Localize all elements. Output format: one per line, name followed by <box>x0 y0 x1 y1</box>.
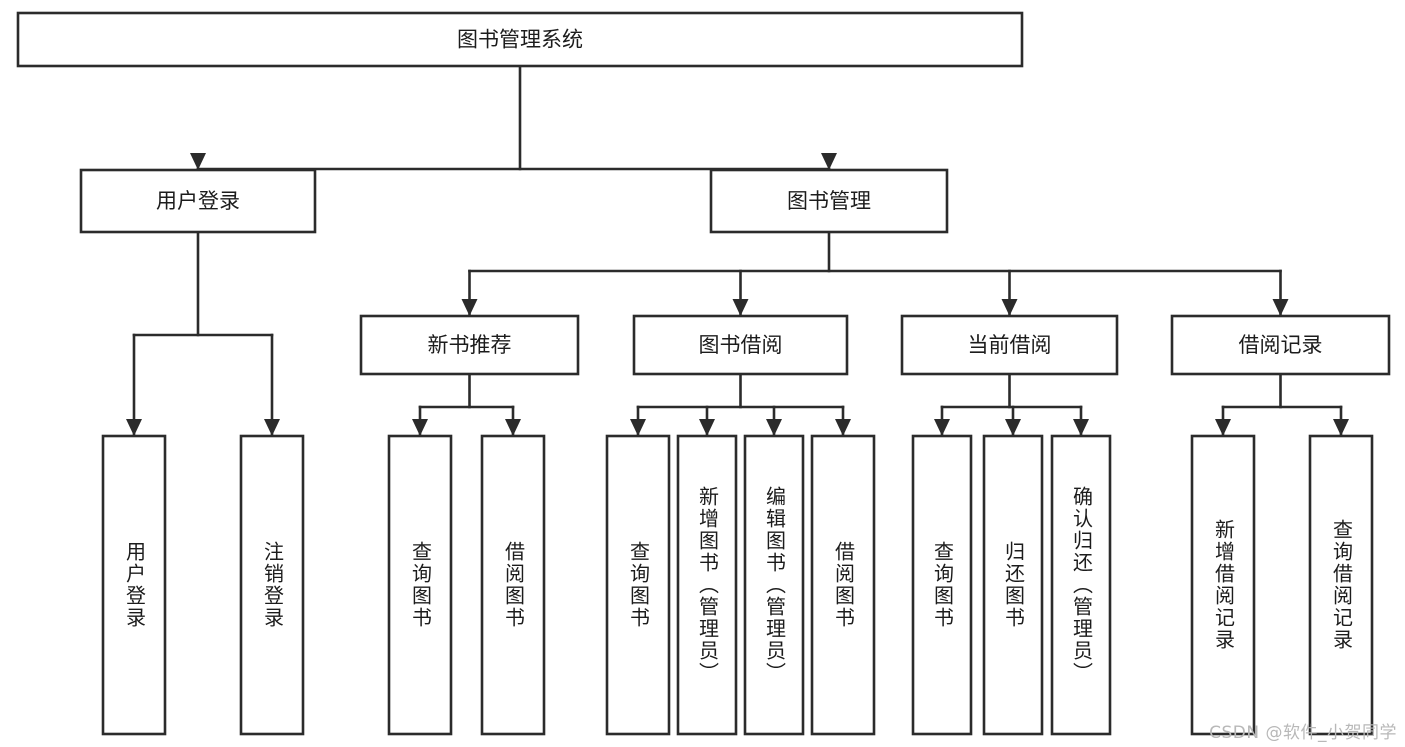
edge-recommend-to-query-book-arrow-icon <box>412 419 428 436</box>
node-l3-d-box[interactable] <box>1170 314 1391 376</box>
node-l3-c-box[interactable] <box>900 314 1119 376</box>
node-leaf-1[interactable] <box>101 434 167 736</box>
node-root[interactable]: 图书管理系统 <box>16 11 1024 68</box>
node-leaf-10-box[interactable] <box>982 434 1044 736</box>
node-l2-a-label: 用户登录 <box>156 189 240 213</box>
edge-book-management-to-book-borrow-arrow-icon <box>732 299 749 316</box>
node-root-label: 图书管理系统 <box>457 28 583 52</box>
node-leaf-8[interactable] <box>810 434 876 736</box>
edge-record-to-add-record-arrow-icon <box>1215 419 1231 436</box>
node-leaf-5-box[interactable] <box>605 434 671 736</box>
edge-book-management-to-borrow-record-arrow-icon <box>1272 299 1289 316</box>
node-l3-b-label: 图书借阅 <box>699 333 783 357</box>
node-l3-a[interactable]: 新书推荐 <box>359 314 580 376</box>
node-leaf-5[interactable] <box>605 434 671 736</box>
node-l2-b-label: 图书管理 <box>787 189 871 213</box>
node-leaf-7-box[interactable] <box>743 434 805 736</box>
node-l2-a-box[interactable] <box>79 168 317 234</box>
node-leaf-4[interactable] <box>480 434 546 736</box>
node-leaf-6-box[interactable] <box>676 434 738 736</box>
csdn-watermark: CSDN @软件_小贺同学 <box>1209 723 1397 743</box>
edge-user-login-to-logout-arrow-icon <box>264 419 280 436</box>
node-leaf-3[interactable] <box>387 434 453 736</box>
node-l2-b-box[interactable] <box>709 168 949 234</box>
edge-borrow-to-borrow-book-arrow-icon <box>835 419 851 436</box>
node-leaf-8-box[interactable] <box>810 434 876 736</box>
node-leaf-2-box[interactable] <box>239 434 305 736</box>
edge-root-to-user-login-arrow-icon <box>190 153 206 170</box>
node-leaf-7[interactable] <box>743 434 805 736</box>
node-l3-a-label: 新书推荐 <box>428 333 512 357</box>
edge-user-login-to-login-arrow-icon <box>126 419 142 436</box>
edge-borrow-to-add-book-arrow-icon <box>699 419 715 436</box>
node-l2-b[interactable]: 图书管理 <box>709 168 949 234</box>
node-leaf-11[interactable] <box>1050 434 1112 736</box>
edge-layer <box>126 64 1349 438</box>
node-leaf-3-box[interactable] <box>387 434 453 736</box>
node-leaf-1-box[interactable] <box>101 434 167 736</box>
edge-current-to-confirm-return-arrow-icon <box>1073 419 1089 436</box>
edge-borrow-to-query-book-arrow-icon <box>630 419 646 436</box>
node-leaf-13[interactable] <box>1308 434 1374 736</box>
node-root-box[interactable] <box>16 11 1024 68</box>
node-leaf-6[interactable] <box>676 434 738 736</box>
node-leaf-4-box[interactable] <box>480 434 546 736</box>
node-leaf-12-box[interactable] <box>1190 434 1256 736</box>
edge-current-to-query-book-arrow-icon <box>934 419 950 436</box>
node-leaf-11-box[interactable] <box>1050 434 1112 736</box>
node-l3-b[interactable]: 图书借阅 <box>632 314 849 376</box>
edge-borrow-to-edit-book-arrow-icon <box>766 419 782 436</box>
edge-recommend-to-borrow-book-arrow-icon <box>505 419 521 436</box>
node-leaf-9-box[interactable] <box>911 434 973 736</box>
node-l3-a-box[interactable] <box>359 314 580 376</box>
node-l3-d[interactable]: 借阅记录 <box>1170 314 1391 376</box>
edge-book-management-to-new-book-recommend-arrow-icon <box>461 299 478 316</box>
node-l3-c[interactable]: 当前借阅 <box>900 314 1119 376</box>
node-l2-a[interactable]: 用户登录 <box>79 168 317 234</box>
edge-root-to-book-management-arrow-icon <box>821 153 837 170</box>
node-l3-c-label: 当前借阅 <box>968 333 1052 357</box>
node-leaf-13-box[interactable] <box>1308 434 1374 736</box>
node-leaf-10[interactable] <box>982 434 1044 736</box>
node-l3-b-box[interactable] <box>632 314 849 376</box>
node-leaf-12[interactable] <box>1190 434 1256 736</box>
node-leaf-2[interactable] <box>239 434 305 736</box>
edge-current-to-return-book-arrow-icon <box>1005 419 1021 436</box>
edge-record-to-query-record-arrow-icon <box>1333 419 1349 436</box>
node-leaf-9[interactable] <box>911 434 973 736</box>
node-l3-d-label: 借阅记录 <box>1239 333 1323 357</box>
edge-book-management-to-current-borrow-arrow-icon <box>1001 299 1018 316</box>
